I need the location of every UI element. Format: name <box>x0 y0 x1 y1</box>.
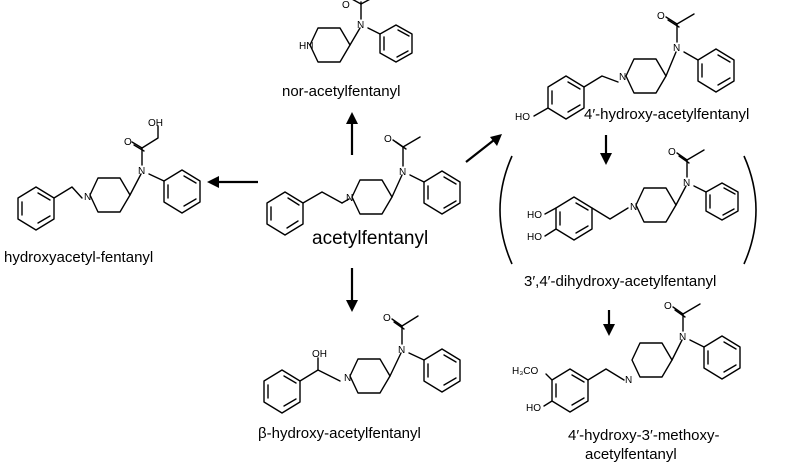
atom-ho: HO <box>515 112 530 123</box>
atom-n-amide: N <box>357 20 364 31</box>
benzene-ring <box>263 369 301 414</box>
arrow-to-methoxy <box>603 310 615 336</box>
label-methoxy-line1: 4′-hydroxy-3′-methoxy- <box>568 427 720 444</box>
structure-beta-hydroxy-acetylfentanyl: OH N N O <box>263 313 461 414</box>
atom-oh: OH <box>312 349 327 360</box>
arrow-to-beta-hydroxy <box>346 268 358 312</box>
arrow-to-dihydroxy <box>600 135 612 165</box>
arrow-to-hydroxyacetyl <box>207 176 258 188</box>
benzene-ring <box>705 182 739 221</box>
atom-ho: HO <box>527 232 542 243</box>
benzene-ring <box>697 48 735 93</box>
label-acetylfentanyl: acetylfentanyl <box>312 228 428 249</box>
piperidine-ring <box>349 358 391 394</box>
benzene-ring <box>17 186 55 231</box>
piperidine-ring <box>635 187 677 223</box>
benzene-ring <box>379 24 413 63</box>
atom-o: O <box>124 137 132 148</box>
atom-n-amide: N <box>398 345 405 356</box>
label-3-4-dihydroxy-acetylfentanyl: 3′,4′-dihydroxy-acetylfentanyl <box>524 273 716 290</box>
atom-o: O <box>383 313 391 324</box>
structure-3-4-dihydroxy-acetylfentanyl: HO HO N N O <box>527 147 739 243</box>
benzene-ring <box>266 191 304 236</box>
atom-o: O <box>384 134 392 145</box>
structure-acetylfentanyl: N N O <box>266 134 461 236</box>
arrow-to-nor <box>346 112 358 155</box>
atom-h3co: H₃CO <box>512 366 539 377</box>
atom-n-amide: N <box>673 43 680 54</box>
atom-n-piperidine: N <box>346 193 353 204</box>
atom-o: O <box>657 11 665 22</box>
atom-ho: HO <box>527 210 542 221</box>
label-methoxy-line2: acetylfentanyl <box>585 446 677 463</box>
right-parenthesis <box>743 155 757 265</box>
atom-n-piperidine: N <box>344 373 351 384</box>
structure-4-hydroxy-acetylfentanyl: HO N N O <box>515 11 735 123</box>
piperidine-ring <box>89 177 131 213</box>
benzene-ring <box>555 196 593 241</box>
arrow-to-4-hydroxy <box>465 134 502 163</box>
atom-n-amide: N <box>138 166 145 177</box>
atom-n-piperidine: N <box>630 202 637 213</box>
benzene-ring <box>703 335 741 380</box>
piperidine-ring <box>309 27 351 63</box>
label-hydroxyacetyl-fentanyl: hydroxyacetyl-fentanyl <box>4 249 153 266</box>
label-4-hydroxy-acetylfentanyl: 4′-hydroxy-acetylfentanyl <box>584 106 749 123</box>
atom-n-amide: N <box>399 167 406 178</box>
benzene-ring <box>551 368 589 413</box>
structure-nor-acetylfentanyl: HN N O <box>299 0 413 63</box>
benzene-ring <box>547 75 585 120</box>
left-parenthesis <box>499 155 513 265</box>
structure-hydroxyacetyl-fentanyl: N N O OH <box>17 118 201 231</box>
benzene-ring <box>163 169 201 214</box>
benzene-ring <box>423 170 461 215</box>
atom-n-piperidine: N <box>84 192 91 203</box>
atom-oh: OH <box>148 118 163 129</box>
piperidine-ring <box>625 58 667 94</box>
piperidine-ring <box>631 342 673 378</box>
structure-4-hydroxy-3-methoxy-acetylfentanyl: H₃CO HO N N O <box>512 301 741 414</box>
benzene-ring <box>423 348 461 393</box>
atom-n-amide: N <box>679 332 686 343</box>
atom-o: O <box>664 301 672 312</box>
atom-hn: HN <box>299 41 313 52</box>
atom-n-piperidine: N <box>619 72 626 83</box>
atom-ho: HO <box>526 403 541 414</box>
atom-n-amide: N <box>683 178 690 189</box>
label-nor-acetylfentanyl: nor-acetylfentanyl <box>282 83 400 100</box>
atom-n-piperidine: N <box>625 375 632 386</box>
label-beta-hydroxy-acetylfentanyl: β-hydroxy-acetylfentanyl <box>258 425 421 442</box>
piperidine-ring <box>351 179 393 215</box>
atom-o: O <box>668 147 676 158</box>
atom-o: O <box>342 0 350 11</box>
